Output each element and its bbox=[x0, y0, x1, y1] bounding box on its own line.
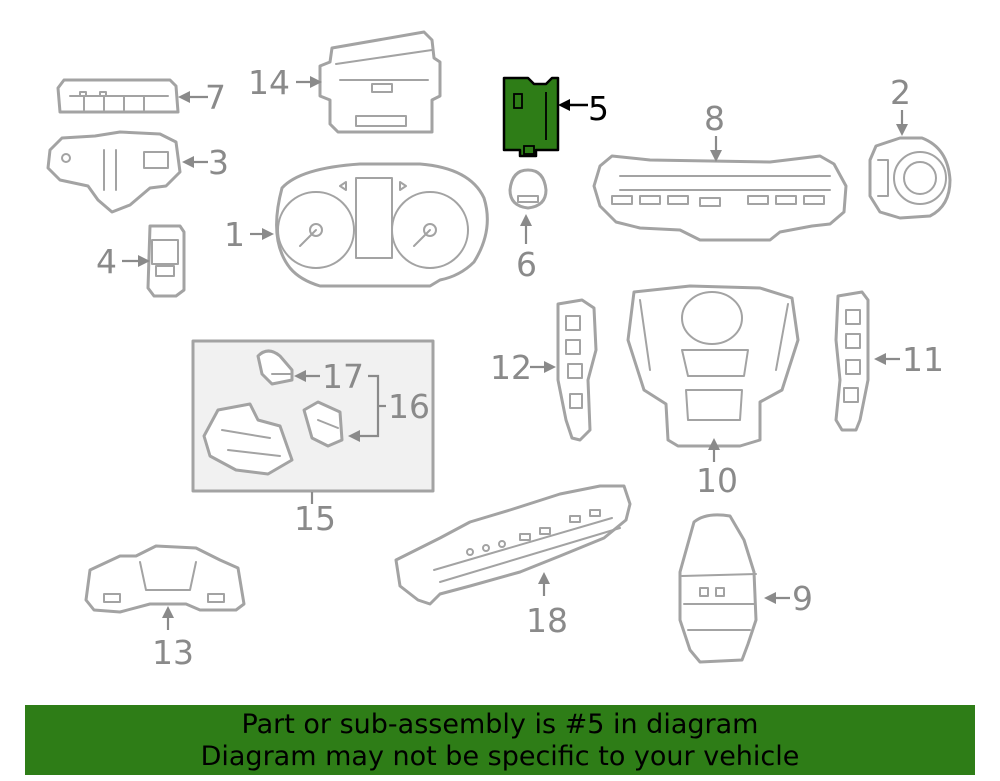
part-11 bbox=[834, 290, 870, 432]
svg-text:13: 13 bbox=[152, 633, 194, 672]
svg-text:17: 17 bbox=[322, 357, 364, 396]
callout-10: 10 bbox=[696, 438, 738, 500]
svg-text:15: 15 bbox=[294, 499, 336, 538]
svg-text:5: 5 bbox=[588, 89, 609, 128]
part-6 bbox=[508, 168, 548, 210]
info-banner: Part or sub-assembly is #5 in diagram Di… bbox=[25, 705, 975, 775]
part-5-highlighted bbox=[502, 76, 560, 158]
callout-8: 8 bbox=[704, 99, 725, 162]
callout-1: 1 bbox=[224, 215, 274, 254]
callout-6: 6 bbox=[516, 214, 537, 284]
callout-13: 13 bbox=[152, 606, 194, 672]
svg-text:14: 14 bbox=[248, 63, 290, 102]
part-15-kit-box bbox=[191, 339, 435, 493]
callout-3: 3 bbox=[182, 143, 229, 182]
svg-text:6: 6 bbox=[516, 245, 537, 284]
callout-4: 4 bbox=[96, 242, 150, 281]
part-10 bbox=[626, 284, 800, 448]
callout-16: 16 bbox=[348, 374, 430, 442]
callout-12: 12 bbox=[490, 348, 556, 387]
callout-11: 11 bbox=[874, 340, 944, 379]
banner-line-2: Diagram may not be specific to your vehi… bbox=[200, 741, 800, 772]
svg-text:11: 11 bbox=[902, 340, 944, 379]
callout-2: 2 bbox=[890, 73, 911, 136]
part-1 bbox=[275, 162, 489, 288]
svg-text:8: 8 bbox=[704, 99, 725, 138]
callout-15: 15 bbox=[294, 492, 336, 538]
callout-9: 9 bbox=[764, 579, 813, 618]
callout-5: 5 bbox=[558, 89, 609, 128]
svg-text:1: 1 bbox=[224, 215, 245, 254]
callout-7: 7 bbox=[178, 78, 226, 117]
callout-18: 18 bbox=[526, 572, 568, 640]
svg-text:7: 7 bbox=[205, 78, 226, 117]
svg-text:16: 16 bbox=[388, 387, 430, 426]
part-4 bbox=[146, 224, 186, 298]
part-3 bbox=[46, 130, 182, 214]
part-12 bbox=[556, 298, 598, 442]
callout-14: 14 bbox=[248, 63, 322, 102]
banner-line-1: Part or sub-assembly is #5 in diagram bbox=[241, 709, 759, 740]
part-14 bbox=[318, 30, 442, 134]
part-9 bbox=[678, 513, 758, 664]
part-7 bbox=[56, 78, 180, 114]
part-18 bbox=[394, 484, 632, 606]
svg-text:2: 2 bbox=[890, 73, 911, 112]
svg-text:10: 10 bbox=[696, 461, 738, 500]
part-8 bbox=[592, 154, 848, 242]
svg-text:12: 12 bbox=[490, 348, 532, 387]
svg-text:4: 4 bbox=[96, 242, 117, 281]
svg-text:3: 3 bbox=[208, 143, 229, 182]
callout-17: 17 bbox=[294, 357, 364, 396]
part-13 bbox=[84, 544, 246, 614]
svg-text:18: 18 bbox=[526, 601, 568, 640]
part-2 bbox=[868, 136, 952, 220]
svg-text:9: 9 bbox=[792, 579, 813, 618]
